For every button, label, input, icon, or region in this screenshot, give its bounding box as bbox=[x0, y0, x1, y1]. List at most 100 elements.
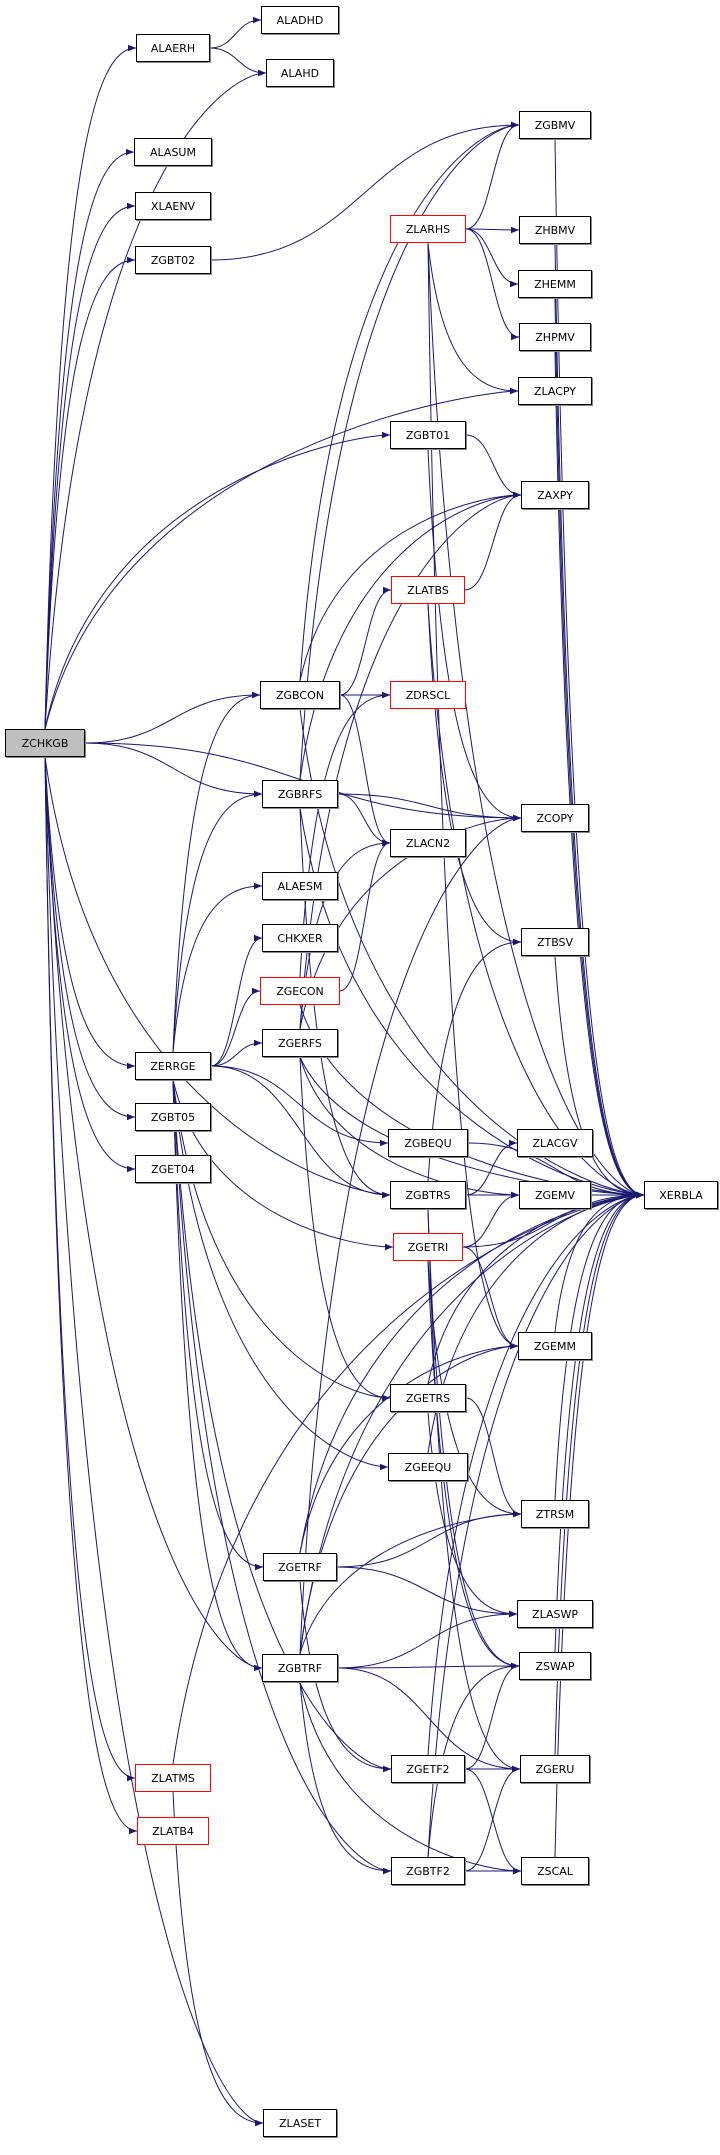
node-zhpmv[interactable]: ZHPMV bbox=[519, 323, 591, 351]
edge-zgbtrs-to-ztbsv bbox=[427, 938, 522, 1182]
node-zerrge[interactable]: ZERRGE bbox=[135, 1052, 211, 1080]
node-zgerfs[interactable]: ZGERFS bbox=[262, 1029, 338, 1057]
node-zlaswp[interactable]: ZLASWP bbox=[517, 1600, 593, 1628]
node-zcopy[interactable]: ZCOPY bbox=[521, 804, 589, 832]
edge-zchkgb-to-zgbt01 bbox=[44, 431, 391, 730]
edge-zlatms-to-xerbla bbox=[172, 1191, 645, 1765]
node-zlatb4[interactable]: ZLATB4 bbox=[137, 1817, 209, 1845]
node-zgbt01[interactable]: ZGBT01 bbox=[390, 421, 466, 449]
node-zgbt02[interactable]: ZGBT02 bbox=[135, 246, 211, 274]
edge-zgetf2-to-zswap bbox=[464, 1662, 520, 1770]
edge-alaerh-to-alahd bbox=[209, 47, 267, 77]
edge-zgbrfs-to-zlacn2 bbox=[337, 793, 391, 847]
node-zhemm[interactable]: ZHEMM bbox=[518, 270, 592, 298]
edge-zgerfs-to-zgemv bbox=[299, 1056, 520, 1199]
node-zgbtf2[interactable]: ZGBTF2 bbox=[391, 1857, 465, 1885]
node-zgetf2[interactable]: ZGETF2 bbox=[391, 1755, 465, 1783]
node-zlacpy[interactable]: ZLACPY bbox=[518, 377, 592, 405]
node-zlarhs[interactable]: ZLARHS bbox=[390, 215, 466, 243]
edge-zerrge-to-zgerfs bbox=[210, 1039, 263, 1067]
edge-zgbt02-to-zgbmv bbox=[210, 121, 520, 261]
node-zgetrf[interactable]: ZGETRF bbox=[263, 1553, 337, 1581]
node-zgbtrf[interactable]: ZGBTRF bbox=[262, 1654, 338, 1682]
edge-zerrge-to-zgecon bbox=[210, 987, 261, 1067]
node-zgemv[interactable]: ZGEMV bbox=[519, 1181, 591, 1209]
edge-ztbsv-to-xerbla bbox=[554, 955, 645, 1199]
edge-zgbtrf-to-zgbtf2 bbox=[299, 1681, 392, 1875]
edge-zerrge-to-zgeequ bbox=[172, 1079, 389, 1471]
node-xlaenv[interactable]: XLAENV bbox=[135, 192, 211, 220]
node-zgbt05[interactable]: ZGBT05 bbox=[135, 1103, 211, 1131]
node-zlatbs[interactable]: ZLATBS bbox=[391, 576, 465, 604]
node-zgbrfs[interactable]: ZGBRFS bbox=[262, 780, 338, 808]
edge-zlatms-to-zlaset bbox=[172, 1791, 264, 2127]
node-alahd[interactable]: ALAHD bbox=[266, 59, 334, 87]
edge-zlarhs-to-zhpmv bbox=[465, 228, 520, 341]
node-zlacgv[interactable]: ZLACGV bbox=[517, 1129, 593, 1157]
edge-zlatbs-to-zaxpy bbox=[464, 491, 522, 591]
node-alasum[interactable]: ALASUM bbox=[134, 138, 212, 166]
node-ztrsm[interactable]: ZTRSM bbox=[521, 1500, 589, 1528]
edge-zgetrs-to-zlaswp bbox=[427, 1411, 518, 1618]
node-zgemm[interactable]: ZGEMM bbox=[518, 1332, 592, 1360]
edge-zgbt01-to-zaxpy bbox=[465, 434, 522, 499]
edge-zgetrf-to-zlaswp bbox=[336, 1566, 518, 1618]
node-zlatms[interactable]: ZLATMS bbox=[135, 1764, 211, 1792]
node-zgbmv[interactable]: ZGBMV bbox=[519, 111, 591, 139]
edge-zchkgb-to-zgbt05 bbox=[44, 756, 136, 1121]
edge-zgetri-to-zgemv bbox=[462, 1191, 520, 1248]
node-zscal[interactable]: ZSCAL bbox=[521, 1857, 589, 1885]
edge-zscal-to-xerbla bbox=[554, 1191, 645, 1858]
edge-zgetri-to-xerbla bbox=[462, 1191, 645, 1248]
node-zchkgb[interactable]: ZCHKGB bbox=[5, 729, 85, 757]
edge-zerrge-to-zgbcon bbox=[172, 691, 261, 1053]
edge-zgbcon-to-zlacn2 bbox=[339, 694, 391, 847]
edge-zchkgb-to-zget04 bbox=[44, 756, 136, 1173]
node-ztbsv[interactable]: ZTBSV bbox=[521, 928, 589, 956]
edge-zgerfs-to-xerbla bbox=[299, 1056, 645, 1199]
node-aladhd[interactable]: ALADHD bbox=[261, 6, 339, 34]
edge-zchkgb-to-xlaenv bbox=[44, 202, 136, 730]
node-zgbtrs[interactable]: ZGBTRS bbox=[390, 1181, 466, 1209]
node-zswap[interactable]: ZSWAP bbox=[519, 1652, 591, 1680]
node-zgeequ[interactable]: ZGEEQU bbox=[388, 1453, 468, 1481]
node-zlaset[interactable]: ZLASET bbox=[263, 2109, 337, 2137]
edge-zchkgb-to-zerrge bbox=[44, 756, 136, 1070]
edge-zgetrf-to-ztrsm bbox=[336, 1510, 522, 1568]
node-zgecon[interactable]: ZGECON bbox=[260, 977, 340, 1005]
node-zlacn2[interactable]: ZLACN2 bbox=[390, 829, 466, 857]
node-zgetri[interactable]: ZGETRI bbox=[393, 1233, 463, 1261]
edge-zerrge-to-zgetf2 bbox=[172, 1079, 392, 1773]
node-xerbla[interactable]: XERBLA bbox=[644, 1181, 718, 1209]
edge-zchkgb-to-zgbcon bbox=[84, 691, 261, 744]
edge-zchkgb-to-zlaset bbox=[44, 756, 264, 2127]
edge-zchkgb-to-zlatb4 bbox=[44, 756, 138, 1835]
node-alaesm[interactable]: ALAESM bbox=[262, 872, 338, 900]
edge-zgbtrf-to-zscal bbox=[299, 1681, 522, 1875]
node-zgbequ[interactable]: ZGBEQU bbox=[388, 1129, 468, 1157]
node-alaerh[interactable]: ALAERH bbox=[136, 34, 210, 62]
edge-ztrsm-to-xerbla bbox=[554, 1191, 645, 1501]
edge-zlarhs-to-zhemm bbox=[465, 228, 519, 288]
edge-zlarhs-to-zhbmv bbox=[465, 226, 520, 234]
edge-zgbcon-to-zaxpy bbox=[299, 491, 522, 682]
edge-zgbrfs-to-zaxpy bbox=[299, 491, 522, 781]
edge-zerrge-to-zgbtrs bbox=[210, 1065, 391, 1199]
node-zget04[interactable]: ZGET04 bbox=[135, 1155, 211, 1183]
edge-zchkgb-to-zgbrfs bbox=[84, 742, 263, 798]
edge-zgetri-to-zgemm bbox=[462, 1246, 519, 1350]
node-zaxpy[interactable]: ZAXPY bbox=[521, 481, 589, 509]
edge-zgerfs-to-zcopy bbox=[299, 814, 522, 1030]
edge-zgbtf2-to-zswap bbox=[427, 1662, 520, 1858]
edge-zerrge-to-chkxer bbox=[210, 934, 263, 1067]
node-chkxer[interactable]: CHKXER bbox=[262, 924, 338, 952]
edge-zgeru-to-xerbla bbox=[554, 1191, 645, 1756]
edge-zchkgb-to-alasum bbox=[44, 148, 135, 730]
node-zdrscl[interactable]: ZDRSCL bbox=[390, 681, 466, 709]
node-zgbcon[interactable]: ZGBCON bbox=[260, 681, 340, 709]
node-zhbmv[interactable]: ZHBMV bbox=[519, 216, 591, 244]
node-zgetrs[interactable]: ZGETRS bbox=[390, 1384, 466, 1412]
node-zgeru[interactable]: ZGERU bbox=[520, 1755, 590, 1783]
